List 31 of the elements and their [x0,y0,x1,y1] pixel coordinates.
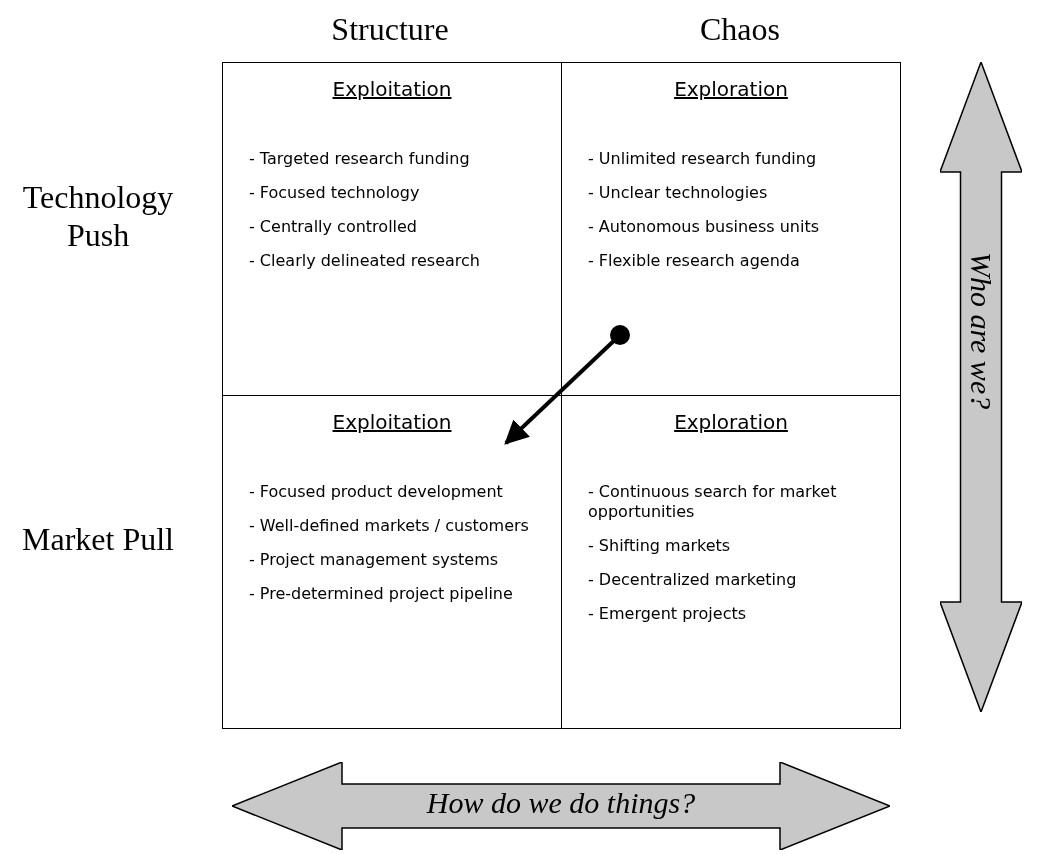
bullet-item: - Targeted research funding [249,149,471,169]
bullet-item: - Unclear technologies [588,183,769,203]
bullet-item: - Focused technology [249,183,421,203]
axis-question: Who are we? [964,252,998,410]
arrow [504,325,630,445]
row-header: Market Pull [21,520,175,558]
bullet-item: - Focused product development [249,482,504,502]
quadrant-box [222,62,562,396]
column-header: Structure [330,10,450,48]
bullet-item: - Unlimited research funding [588,149,818,169]
bullet-item: - Shifting markets [588,536,732,556]
bullet-item: - Autonomous business units [588,217,821,237]
bullet-item: - Flexible research agenda [588,251,801,271]
bullet-item: - Clearly delineated research [249,251,481,271]
quadrant-heading: Exploitation [331,410,453,434]
bullet-item: - Centrally controlled [249,217,419,237]
bullet-item: - Emergent projects [588,604,748,624]
quadrant-box [222,395,562,729]
bullet-item: - Well-defined markets / customers [249,516,530,536]
quadrant-heading: Exploitation [331,77,453,101]
row-header: Technology Push [21,178,175,254]
bullet-item: - Continuous search for market opportunities [588,482,838,522]
axis-question: How do we do things? [425,786,697,820]
quadrant-box [561,395,901,729]
quadrant-box [561,62,901,396]
column-header: Chaos [699,10,781,48]
quadrant-heading: Exploration [673,77,789,101]
bullet-item: - Decentralized marketing [588,570,798,590]
bullet-item: - Project management systems [249,550,500,570]
bullet-item: - Pre-determined project pipeline [249,584,514,604]
quadrant-heading: Exploration [673,410,789,434]
